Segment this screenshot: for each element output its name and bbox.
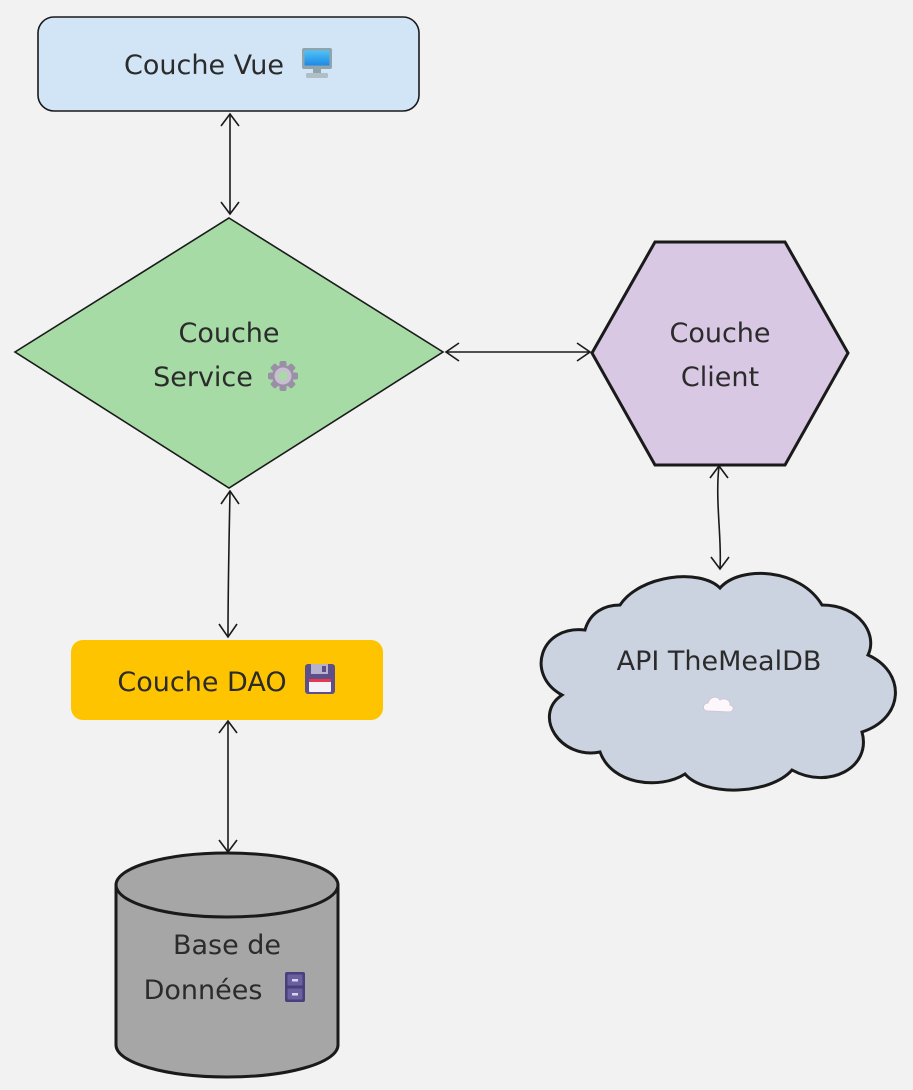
desktop-computer-icon xyxy=(302,48,332,78)
couche-client-label-line2: Client xyxy=(681,362,759,393)
base-de-donnees-label-line2: Données xyxy=(144,975,263,1006)
couche-service-label-line1: Couche xyxy=(178,318,279,349)
node-couche-service[interactable]: Couche Service xyxy=(13,217,445,489)
floppy-disk-icon xyxy=(305,664,335,694)
couche-service-label-line2: Service xyxy=(153,362,253,393)
couche-vue-label: Couche Vue xyxy=(124,50,284,81)
cloud-icon xyxy=(702,696,734,713)
edge-dao-database xyxy=(218,719,238,854)
edge-service-client xyxy=(444,342,592,362)
node-base-de-donnees[interactable]: Base de Données xyxy=(114,851,340,1079)
node-couche-vue[interactable]: Couche Vue xyxy=(37,16,420,112)
edge-service-dao xyxy=(218,489,240,639)
node-api-themealdb[interactable]: API TheMealDB xyxy=(539,571,897,792)
gear-icon xyxy=(268,361,298,391)
api-themealdb-label: API TheMealDB xyxy=(617,646,822,677)
couche-dao-label: Couche DAO xyxy=(117,667,286,698)
edge-vue-service xyxy=(220,112,240,216)
base-de-donnees-label-line1: Base de xyxy=(173,930,281,961)
node-couche-dao[interactable]: Couche DAO xyxy=(71,640,383,720)
node-couche-client[interactable]: Couche Client xyxy=(590,240,850,467)
edge-client-api xyxy=(709,464,730,571)
file-cabinet-icon xyxy=(285,972,305,1002)
couche-client-label-line1: Couche xyxy=(669,318,770,349)
